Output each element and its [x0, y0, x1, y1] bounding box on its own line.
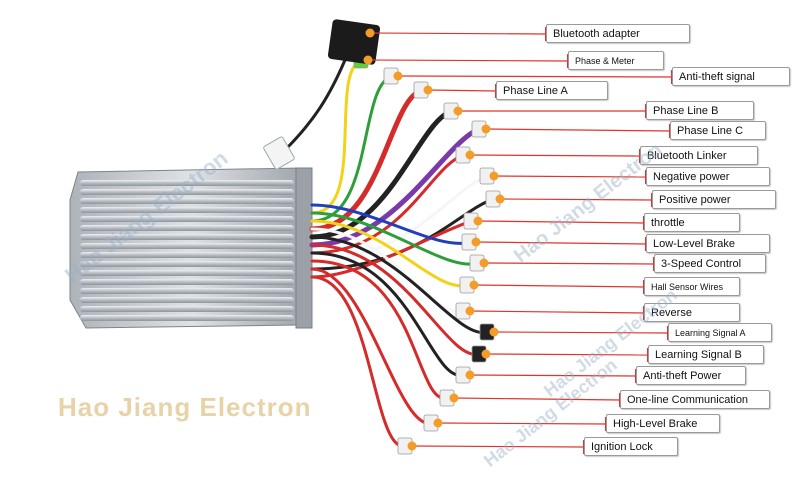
callout-label: One-line Communication	[620, 390, 770, 409]
leader-line	[475, 241, 647, 245]
wire	[310, 259, 450, 400]
connector-dot	[453, 106, 463, 116]
connector-dot	[407, 441, 417, 451]
callout-label: Reverse	[644, 303, 740, 322]
leader-line	[369, 32, 547, 35]
connector-dot	[481, 349, 491, 359]
wire	[310, 219, 470, 288]
callout-label: Anti-theft Power	[636, 366, 746, 385]
callout-label: throttle	[644, 213, 740, 232]
connector-dot	[393, 71, 403, 81]
leader-line	[473, 284, 645, 288]
wire	[310, 267, 434, 425]
connector-dot	[481, 124, 491, 134]
connector-dot	[363, 55, 373, 65]
leader-line	[411, 445, 585, 448]
connector-dot	[469, 280, 479, 290]
leader-line	[469, 154, 641, 157]
wire	[310, 203, 472, 245]
callout-label: Bluetooth adapter	[546, 24, 690, 43]
callout-label: Hall Sensor Wires	[644, 277, 740, 296]
wire	[310, 275, 408, 448]
connector-dot	[473, 216, 483, 226]
leader-line	[485, 353, 649, 356]
connector-dot	[433, 418, 443, 428]
leader-line	[469, 310, 645, 314]
wire-bundle	[309, 51, 501, 455]
connector-dot	[479, 258, 489, 268]
callout-label: Anti-theft signal	[672, 67, 790, 86]
controller-housing	[69, 167, 313, 329]
callout-label: Learning Signal B	[648, 345, 764, 364]
wire	[310, 227, 466, 314]
leader-line	[477, 220, 645, 224]
callout-leaders	[363, 27, 673, 454]
leader-line	[493, 175, 647, 178]
heatsink-fins	[80, 180, 294, 321]
leader-line	[483, 262, 655, 265]
callout-label: Phase Line C	[670, 121, 766, 140]
wire	[310, 58, 364, 215]
connector-dot	[449, 393, 459, 403]
leader-line	[469, 374, 637, 377]
callout-label: Negative power	[646, 167, 770, 186]
connector-dot	[489, 327, 499, 337]
callout-label: Phase & Meter	[568, 51, 664, 70]
connector-dot	[471, 237, 481, 247]
wire	[310, 235, 490, 335]
leader-line	[427, 89, 497, 92]
connector-dot	[465, 150, 475, 160]
callout-label: Phase Line B	[646, 101, 754, 120]
callout-label: Phase Line A	[496, 81, 608, 100]
callout-label: Positive power	[652, 190, 776, 209]
watermark-text: Hao Jiang Electron	[58, 392, 312, 422]
leader-line	[437, 422, 607, 425]
wire	[310, 251, 466, 377]
leader-line	[493, 331, 669, 334]
connector-dot	[465, 306, 475, 316]
callout-label: Low-Level Brake	[646, 234, 770, 253]
leader-line	[397, 75, 673, 78]
callout-label: Ignition Lock	[584, 437, 678, 456]
wire	[310, 243, 482, 356]
connector-dot	[365, 28, 375, 38]
callout-label: 3-Speed Control	[654, 254, 766, 273]
connector-dot	[489, 171, 499, 181]
callout-label: Learning Signal A	[668, 323, 772, 342]
wire	[310, 211, 480, 266]
callout-label: High-Level Brake	[606, 414, 720, 433]
leader-line	[367, 59, 569, 62]
callout-label: Bluetooth Linker	[640, 146, 758, 165]
leader-line	[499, 198, 653, 201]
leader-line	[485, 128, 671, 132]
connector-dot	[423, 85, 433, 95]
leader-line	[453, 397, 621, 401]
connector-dot	[465, 370, 475, 380]
connector-dot	[495, 194, 505, 204]
